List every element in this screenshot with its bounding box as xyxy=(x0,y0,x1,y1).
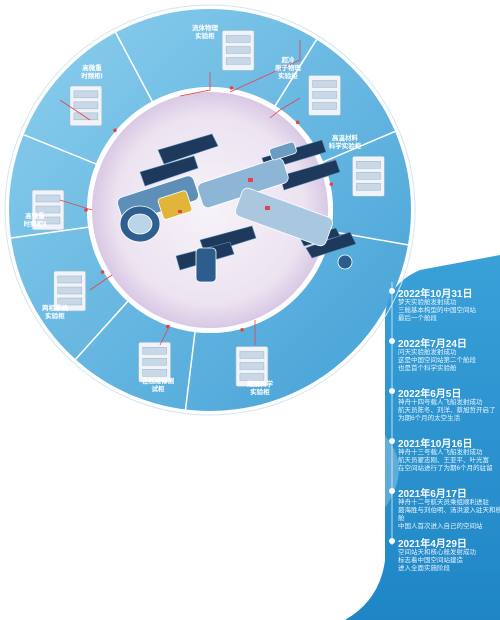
ring-divider xyxy=(114,32,153,102)
module-dot xyxy=(329,182,334,187)
module-dot xyxy=(100,270,105,274)
timeline-panel xyxy=(345,255,500,620)
timeline-dot xyxy=(389,538,395,544)
timeline-date: 2022年6月5日 xyxy=(398,389,462,400)
timeline-date: 2022年7月24日 xyxy=(398,339,467,350)
timeline-desc: 神舟十四号载人飞船发射成功 航天员陈冬、刘洋、蔡旭哲开启了 为期6个月的太空生活 xyxy=(398,399,496,422)
ring-divider xyxy=(322,130,396,163)
module-label-2: 超冷原子物理实验柜 xyxy=(275,55,302,80)
module-label-1: 流体物理实验柜 xyxy=(192,23,219,40)
module-dot xyxy=(84,208,88,212)
timeline-desc: 问天实验舱发射成功 这是中国空间站第二个舱段 也是首个科学实验舱 xyxy=(398,349,476,372)
timeline-dot xyxy=(389,338,395,344)
timeline-date: 2022年10月31日 xyxy=(398,289,473,300)
timeline-desc: 神舟十三号载人飞船发射成功 航天员翟志刚、王亚平、叶光富 在空间站进行了为期6个… xyxy=(398,449,493,472)
space-station xyxy=(117,133,357,283)
module-dot xyxy=(113,128,117,133)
ring-divider xyxy=(74,300,129,360)
module-label-4: 高微重时频柜Ⅰ xyxy=(81,63,103,80)
module-label-5: 高微重时频柜Ⅱ xyxy=(24,211,47,228)
module-cabinet-6 xyxy=(53,270,87,312)
module-cabinet-4 xyxy=(69,85,103,127)
ring-divider xyxy=(274,39,318,107)
module-dot xyxy=(240,327,244,332)
core-disc xyxy=(92,92,328,328)
module-label-3: 高温材料科学实验柜 xyxy=(329,133,362,150)
module-label-8: 燃烧科学实验柜 xyxy=(247,379,274,396)
module-dot xyxy=(229,86,234,90)
module-cabinet-2 xyxy=(308,75,341,116)
timeline-dot xyxy=(389,388,395,394)
module-dot xyxy=(295,120,300,125)
module-cabinet-8 xyxy=(235,346,269,387)
module-label-7: 在线维修测试柜 xyxy=(142,376,175,393)
module-cabinet-5 xyxy=(31,189,65,231)
timeline-date: 2021年4月29日 xyxy=(398,539,467,550)
module-panels xyxy=(10,30,409,410)
ring-divider xyxy=(23,134,97,165)
module-label-6: 两相系统实验柜 xyxy=(42,303,69,320)
module-cabinet-3 xyxy=(352,155,385,197)
module-dot xyxy=(165,324,170,329)
timeline-track xyxy=(389,282,395,545)
ring-divider xyxy=(184,331,196,410)
timeline-dot xyxy=(389,288,395,294)
timeline-dot xyxy=(389,438,395,444)
outer-ring xyxy=(4,4,416,416)
timeline-date: 2021年6月17日 xyxy=(398,489,467,500)
timeline-desc: 空间站天和核心舱发射成功 标志着中国空间站建造 进入全面实施阶段 xyxy=(398,549,476,572)
ring-divider xyxy=(331,230,409,246)
module-cabinet-1 xyxy=(221,30,255,71)
timeline-date: 2021年10月16日 xyxy=(398,439,473,450)
timeline-desc: 神舟十二号航天员乘组顺利进驻 聂海胜与刘伯明、汤洪波入驻天和核心舱 中国人首次进… xyxy=(398,499,500,530)
module-cabinet-7 xyxy=(138,341,171,383)
timeline-wave xyxy=(300,430,399,620)
timeline-dot xyxy=(389,488,395,494)
timeline-desc: 梦天实验舱发射成功 三舱基本构型的中国空间站 最后一个舱段 xyxy=(398,299,476,322)
ring-divider xyxy=(10,226,89,239)
